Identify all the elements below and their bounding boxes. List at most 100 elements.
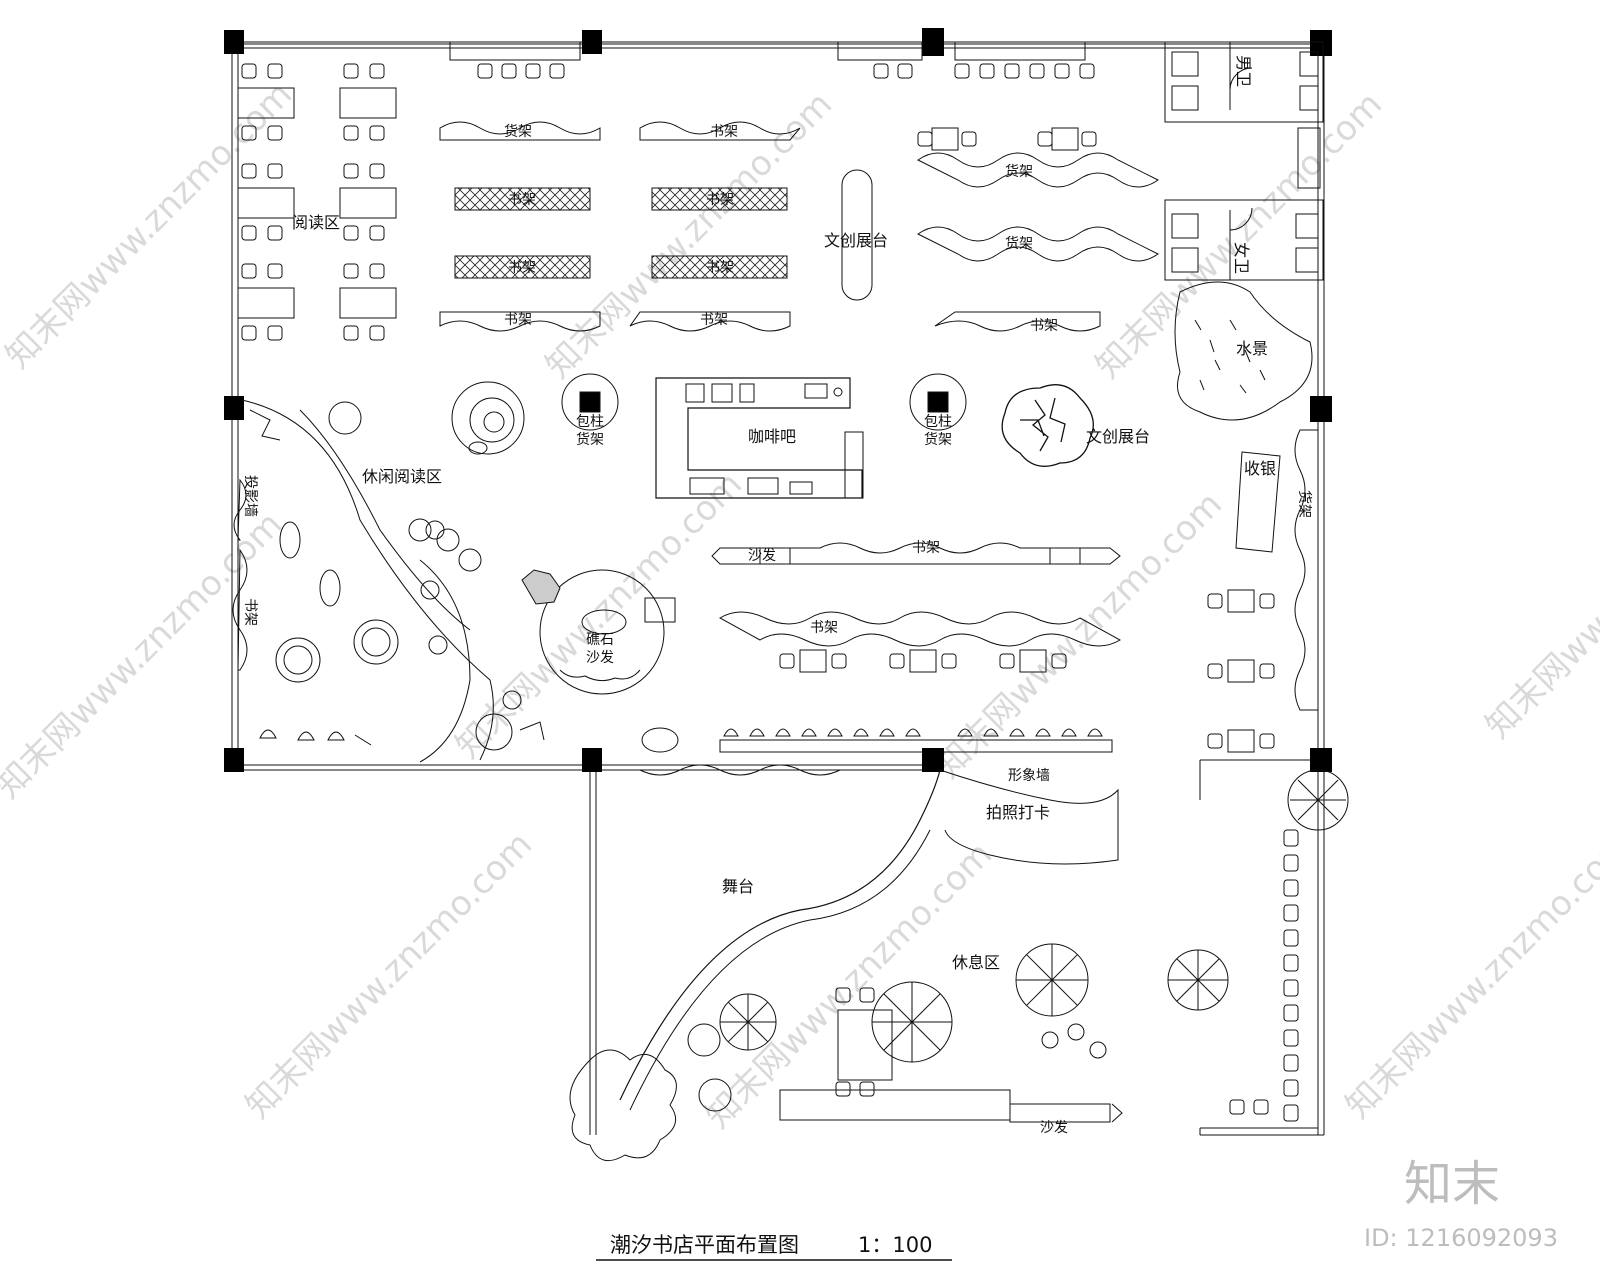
label-book-shelf: 书架 xyxy=(706,192,734,208)
bar-stool xyxy=(1061,728,1077,737)
title-scale: 1：100 xyxy=(858,1233,932,1257)
chair xyxy=(343,163,359,179)
round-stool xyxy=(420,580,440,600)
book-shelf xyxy=(629,311,791,332)
cafe-table xyxy=(1227,729,1255,753)
umbrellas xyxy=(687,943,1229,1063)
chair xyxy=(873,63,889,79)
leisure-curves xyxy=(241,399,494,763)
chair xyxy=(369,263,385,279)
label-column-shelf: 货架 xyxy=(576,431,604,448)
cafe-table xyxy=(1227,659,1255,683)
label-male-wc: 男卫 xyxy=(1234,55,1253,87)
chair-round xyxy=(1041,1031,1059,1049)
round-pad xyxy=(353,619,399,665)
umbrella-rib xyxy=(747,1021,769,1043)
chair xyxy=(267,63,283,79)
watermark-text: 知末网www.znzmo.com xyxy=(538,84,840,386)
column xyxy=(922,28,944,56)
lounge-chair xyxy=(319,569,341,607)
column xyxy=(224,396,244,420)
reading-table xyxy=(237,87,295,119)
reading-table xyxy=(339,87,397,119)
label-rest-area: 休息区 xyxy=(952,953,1000,972)
stool xyxy=(1283,829,1299,847)
chair-round xyxy=(1067,1023,1085,1041)
label-book-shelf: 书架 xyxy=(810,620,838,636)
small-seat xyxy=(327,731,345,741)
label-book-shelf: 书架 xyxy=(912,540,940,556)
pouf xyxy=(436,528,460,552)
column xyxy=(224,748,244,772)
column xyxy=(1310,30,1332,56)
book-shelf xyxy=(651,255,788,279)
book-shelf xyxy=(439,311,601,332)
chair xyxy=(835,987,851,1003)
umbrella-rib xyxy=(1176,979,1199,1002)
small-seat xyxy=(297,731,315,741)
round-seats xyxy=(259,401,679,753)
label-goods-shelf: 货架 xyxy=(1296,490,1313,518)
umbrella-rib xyxy=(1026,979,1053,1006)
label-female-wc: 女卫 xyxy=(1232,242,1251,274)
bar-stool xyxy=(1087,728,1103,737)
stool xyxy=(1283,904,1299,922)
chair xyxy=(267,225,283,241)
side-shelf xyxy=(232,548,248,671)
chair xyxy=(1207,663,1223,679)
book-shelf xyxy=(454,187,591,211)
chair xyxy=(1259,593,1275,609)
umbrella-rib xyxy=(911,1021,941,1051)
label-projection-wall: 投影墙 xyxy=(242,475,258,517)
top-counters xyxy=(449,41,1086,61)
bar-stool xyxy=(905,728,921,737)
chair xyxy=(343,63,359,79)
label-sofa: 沙发 xyxy=(748,548,776,564)
label-column-shelf: 货架 xyxy=(924,431,952,448)
pouf xyxy=(458,548,482,572)
drawing-title: 潮汐书店平面布置图 1：100 xyxy=(596,1233,952,1261)
stool xyxy=(1283,1079,1299,1097)
right-stools xyxy=(1283,829,1299,1122)
label-sofa: 沙发 xyxy=(1040,1120,1068,1136)
chair xyxy=(1229,1099,1245,1115)
chair xyxy=(267,125,283,141)
label-book-shelf: 书架 xyxy=(1030,318,1058,334)
watermark-text: 知末网www.znzmo.com xyxy=(1338,824,1600,1126)
bar-stool xyxy=(853,728,869,737)
chair xyxy=(1051,653,1067,669)
cafe-table xyxy=(1019,649,1047,673)
umbrella-rib xyxy=(747,1001,769,1023)
chair xyxy=(917,131,933,147)
chair xyxy=(1081,131,1097,147)
chair xyxy=(369,325,385,341)
column xyxy=(922,748,944,772)
umbrella-rib xyxy=(1197,979,1220,1002)
umbrella-rib xyxy=(727,1001,749,1023)
water-feature xyxy=(1174,281,1313,421)
column xyxy=(224,30,244,54)
label-book-shelf: 书架 xyxy=(508,192,536,208)
small-seat xyxy=(259,729,277,739)
round-pad-inner xyxy=(283,645,313,675)
chair xyxy=(343,263,359,279)
label-book-shelf: 书架 xyxy=(706,260,734,276)
label-stage: 舞台 xyxy=(722,877,754,896)
stool xyxy=(1283,1029,1299,1047)
column xyxy=(582,30,602,54)
stool xyxy=(1283,1004,1299,1022)
chair xyxy=(954,63,970,79)
chair xyxy=(549,63,565,79)
armchair xyxy=(328,401,362,435)
book-shelf xyxy=(639,121,801,141)
cafe-tables xyxy=(779,589,1275,1115)
pouf xyxy=(641,727,679,753)
bar-stool xyxy=(1009,728,1025,737)
creative-display-stand xyxy=(841,169,873,301)
creative-display-blob xyxy=(1001,384,1094,467)
chair xyxy=(1207,593,1223,609)
column xyxy=(582,748,602,772)
label-book-shelf: 书架 xyxy=(242,598,258,626)
image-wall xyxy=(639,764,841,776)
label-goods-shelf: 货架 xyxy=(1005,163,1033,180)
